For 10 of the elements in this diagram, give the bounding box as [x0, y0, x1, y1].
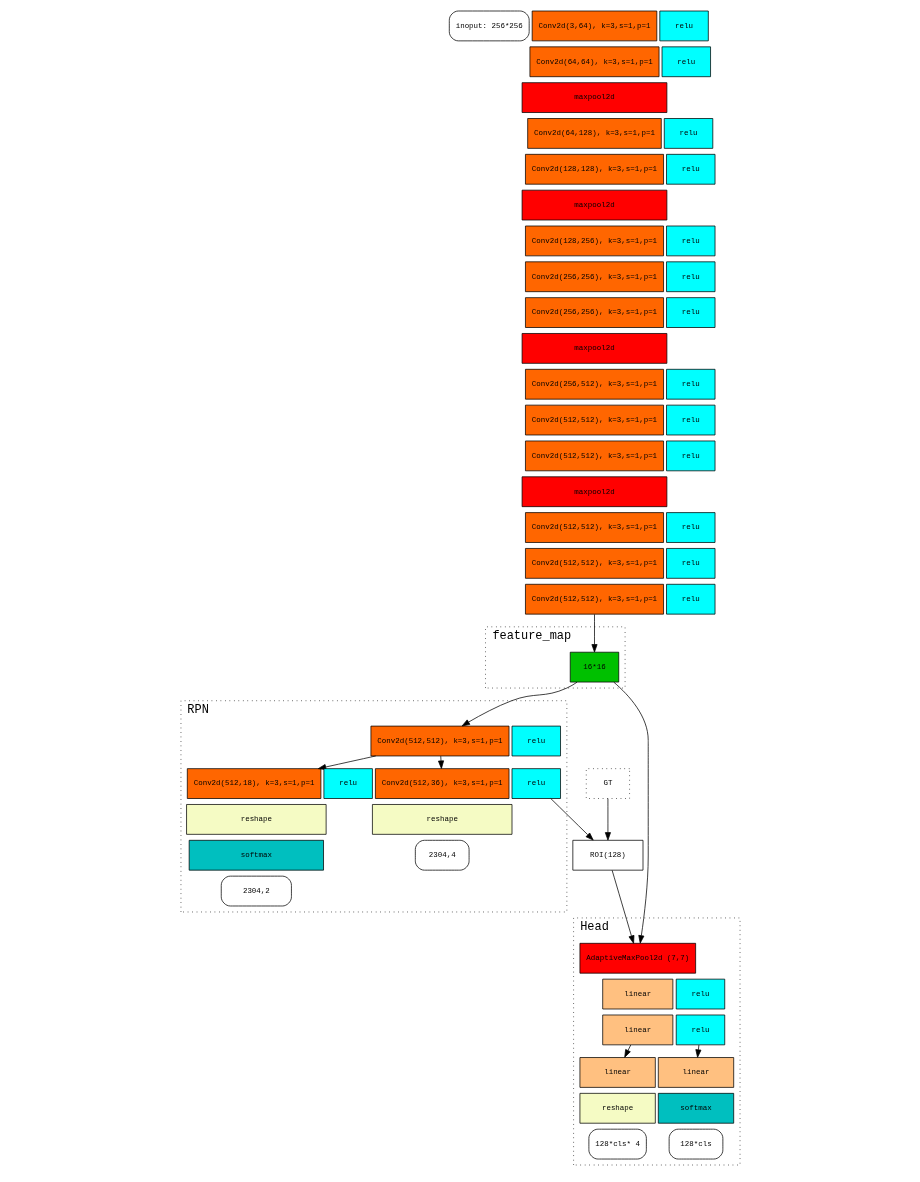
arrow [613, 681, 649, 944]
arrow [549, 798, 594, 841]
arrow [461, 681, 577, 727]
arrow [694, 1044, 701, 1058]
arrow [623, 1044, 631, 1058]
arrow [604, 798, 611, 841]
arrow [317, 755, 376, 770]
arrow [591, 614, 597, 653]
arrow [611, 869, 634, 944]
arrow [437, 755, 444, 769]
